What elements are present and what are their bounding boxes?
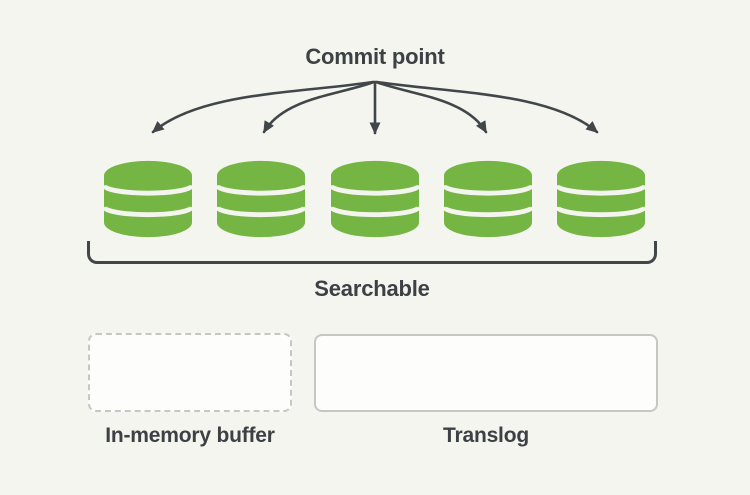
searchable-label: Searchable (314, 276, 430, 301)
database-icon (217, 160, 305, 238)
in-memory-buffer-label: In-memory buffer (105, 424, 275, 447)
commit-point-label: Commit point (305, 44, 445, 69)
database-icon (557, 160, 645, 238)
database-icon (104, 160, 192, 238)
translog-label: Translog (443, 424, 529, 447)
in-memory-buffer-box (88, 333, 292, 412)
searchable-bracket (87, 241, 657, 264)
database-icon (444, 160, 532, 238)
translog-box (314, 334, 658, 412)
database-icon (331, 160, 419, 238)
down-arrow-fan (151, 80, 599, 135)
